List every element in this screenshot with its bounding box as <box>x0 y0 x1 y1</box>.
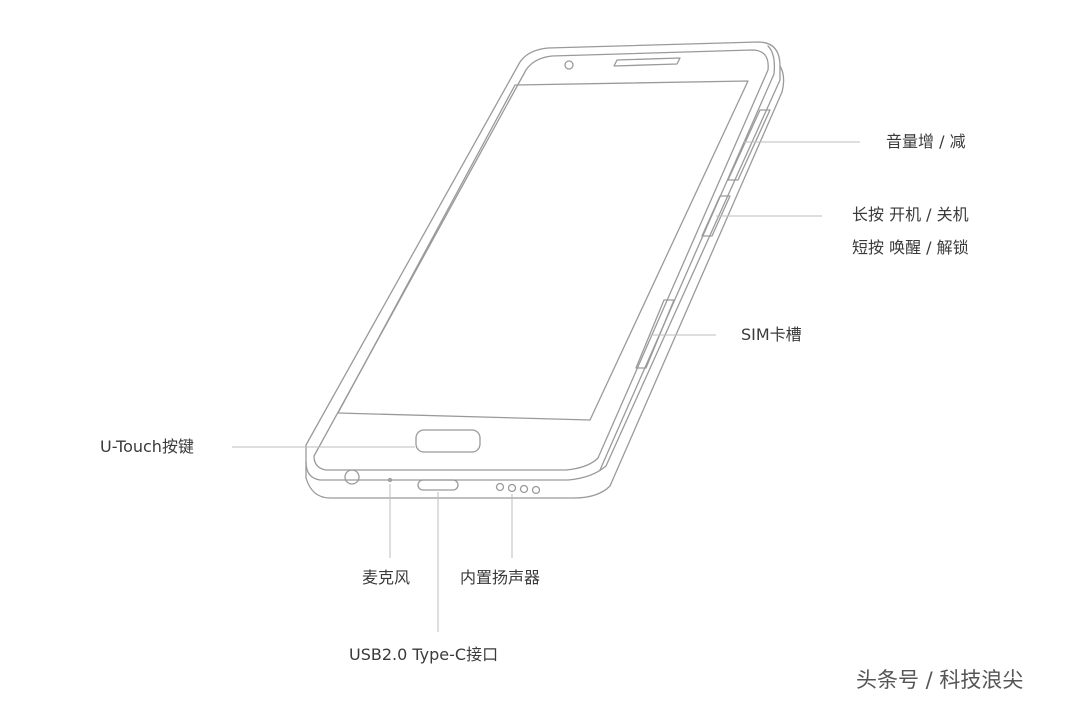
volume-button <box>727 109 771 181</box>
label-power-long: 长按 开机 / 关机 <box>852 205 969 224</box>
phone-bottom-edge <box>305 461 575 499</box>
usb-c-port <box>417 479 459 491</box>
watermark: 头条号 / 科技浪尖 <box>856 668 1024 692</box>
earpiece <box>613 57 681 67</box>
label-usb: USB2.0 Type-C接口 <box>349 645 499 664</box>
speaker-hole-4 <box>531 485 541 495</box>
phone-body-outline <box>305 41 781 481</box>
label-speaker: 内置扬声器 <box>460 568 541 587</box>
headphone-jack <box>344 469 360 485</box>
phone-side-edge <box>573 65 785 499</box>
phone-bezel-line <box>313 49 769 471</box>
label-power-short: 短按 唤醒 / 解锁 <box>852 238 969 257</box>
utouch-button <box>415 429 481 453</box>
speaker-hole-2 <box>507 483 517 493</box>
phone-screen <box>337 80 749 421</box>
phone-side-inner-edge <box>599 45 776 471</box>
label-mic: 麦克风 <box>362 568 411 587</box>
label-volume: 音量增 / 减 <box>886 132 966 151</box>
front-camera <box>564 60 574 70</box>
sim-tray <box>635 299 675 369</box>
power-button <box>701 195 731 237</box>
microphone-hole <box>387 477 393 483</box>
label-utouch: U-Touch按键 <box>100 437 194 456</box>
speaker-hole-1 <box>495 482 505 492</box>
label-sim: SIM卡槽 <box>741 325 802 344</box>
speaker-hole-3 <box>519 484 529 494</box>
